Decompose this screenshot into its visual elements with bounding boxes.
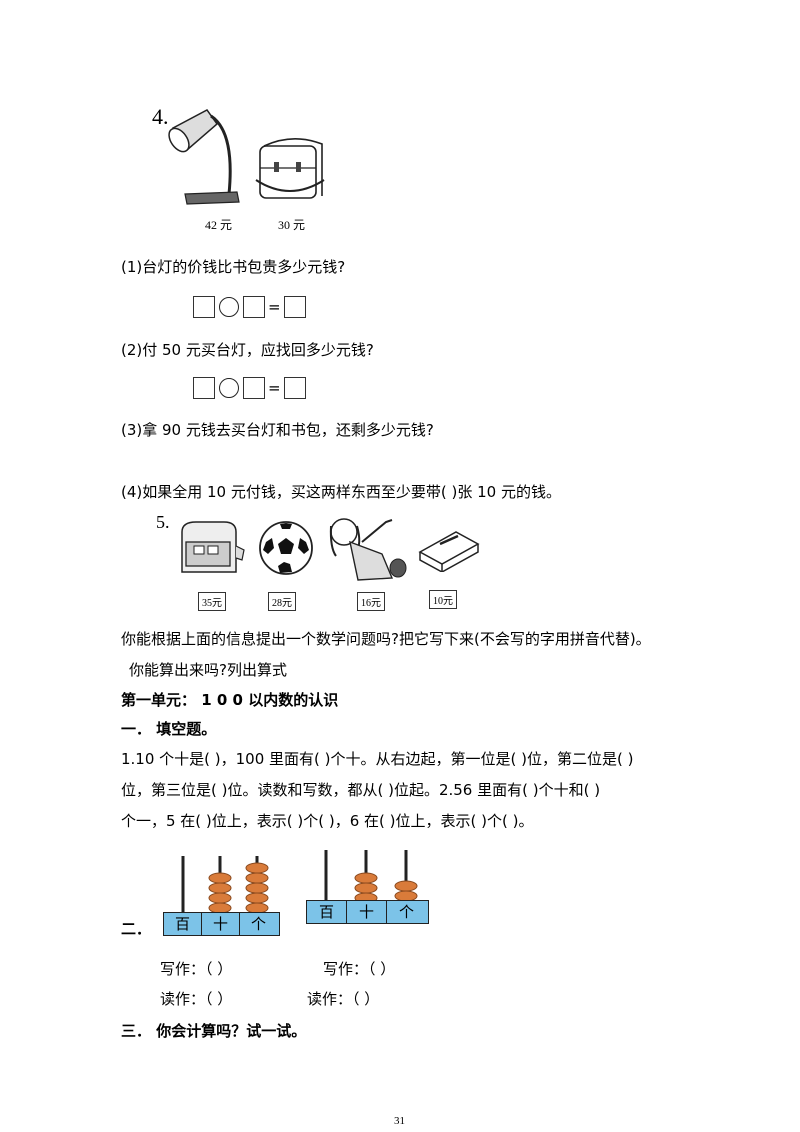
q4-sub1: (1)台灯的价钱比书包贵多少元钱?: [121, 258, 346, 276]
q5-number: 5.: [156, 512, 170, 532]
place-tens: 十: [202, 913, 240, 935]
section1-heading: 一． 填空题。: [121, 720, 217, 738]
equals-sign: =: [268, 379, 281, 397]
school-bag-icon: [255, 138, 325, 199]
abacus-place-labels: 百 十 个: [163, 912, 280, 936]
unit-title: 第一单元： 1 0 0 以内数的认识: [121, 691, 339, 709]
backpack-icon: [181, 521, 245, 573]
equation-blank-1: =: [193, 296, 306, 318]
section2-heading: 二．: [121, 920, 152, 938]
q5-prompt2: 你能算出来吗?列出算式: [129, 661, 287, 679]
abacus-rods: [324, 850, 418, 902]
place-tens: 十: [347, 901, 387, 923]
place-hundreds: 百: [164, 913, 202, 935]
answer-box[interactable]: [193, 377, 215, 399]
q4-sub3: (3)拿 90 元钱去买台灯和书包，还剩多少元钱?: [121, 421, 434, 439]
equals-sign: =: [268, 298, 281, 316]
q4-sub4: (4)如果全用 10 元付钱，买这两样东西至少要带( )张 10 元的钱。: [121, 483, 561, 501]
abacus-1: 百 十 个: [163, 852, 281, 936]
place-ones: 个: [398, 903, 414, 921]
write-answer-1[interactable]: 写作：（ ）: [160, 960, 233, 978]
abacus-2: 百 十 个: [306, 846, 430, 928]
answer-box[interactable]: [243, 296, 265, 318]
backpack-price-tag: 35元: [198, 592, 226, 611]
page-number: 31: [394, 1115, 405, 1127]
doll-price-tag: 16元: [357, 592, 385, 611]
bag-price: 30 元: [278, 218, 306, 232]
abacus-place-labels: 百 十 个: [306, 900, 429, 924]
soccer-ball-price-tag: 28元: [268, 592, 296, 611]
doll-icon: [329, 518, 407, 581]
soccer-ball-icon: [259, 521, 313, 575]
fill-line-2: 位，第三位是( )位。读数和写数，都从( )位起。2.56 里面有( )个十和(…: [121, 781, 601, 799]
lamp-price: 42 元: [205, 218, 233, 232]
place-ones: 个: [250, 915, 266, 933]
book-price-tag: 10元: [429, 590, 457, 609]
place-hundreds: 百: [307, 901, 347, 923]
section3-heading: 三． 你会计算吗？试一试。: [121, 1022, 307, 1040]
read-answer-2[interactable]: 读作：（ ）: [307, 990, 380, 1008]
q5-prompt1: 你能根据上面的信息提出一个数学问题吗?把它写下来(不会写的字用拼音代替)。: [121, 630, 651, 648]
read-answer-1[interactable]: 读作：（ ）: [160, 990, 233, 1008]
q4-number: 4.: [152, 104, 169, 129]
equation-blank-2: =: [193, 377, 306, 399]
q4-sub2: (2)付 50 元买台灯，应找回多少元钱?: [121, 341, 374, 359]
fill-line-1: 1.10 个十是( )，100 里面有( )个十。从右边起，第一位是( )位，第…: [121, 750, 634, 768]
operator-circle[interactable]: [219, 378, 239, 398]
answer-box[interactable]: [193, 296, 215, 318]
fill-line-3: 个一，5 在( )位上，表示( )个( )，6 在( )位上，表示( )个( )…: [121, 812, 534, 830]
abacus-rods: [181, 856, 269, 912]
book-icon: [418, 531, 480, 572]
desk-lamp-icon: [168, 109, 240, 205]
answer-box[interactable]: [283, 377, 306, 399]
answer-box[interactable]: [243, 377, 265, 399]
operator-circle[interactable]: [219, 297, 239, 317]
write-answer-2[interactable]: 写作：（ ）: [323, 960, 396, 978]
answer-box[interactable]: [283, 296, 306, 318]
